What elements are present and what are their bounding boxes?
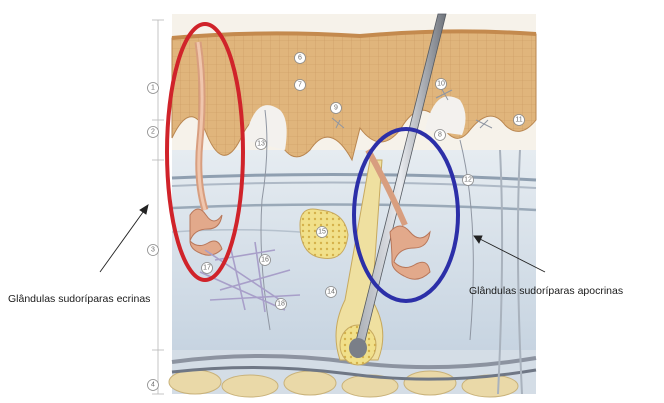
layer-marker-2: 2 — [151, 129, 155, 136]
eccrine-arrow-line — [100, 208, 146, 272]
layer-marker-4: 4 — [151, 382, 155, 389]
structure-marker-13: 13 — [257, 141, 265, 148]
structure-marker-7: 7 — [298, 82, 302, 89]
structure-marker-12: 12 — [464, 177, 472, 184]
eccrine-label: Glândulas sudoríparas ecrinas — [8, 293, 150, 305]
structure-marker-6: 6 — [298, 55, 302, 62]
apocrine-label: Glândulas sudoríparas apocrinas — [469, 285, 623, 297]
layer-markers: 1 2 3 4 — [148, 20, 165, 394]
structure-marker-9: 9 — [334, 105, 338, 112]
structure-marker-17: 17 — [203, 265, 211, 272]
structure-marker-8: 8 — [438, 132, 442, 139]
structure-marker-16: 16 — [261, 257, 269, 264]
structure-marker-11: 11 — [515, 117, 522, 124]
structure-marker-14: 14 — [327, 289, 335, 296]
eccrine-arrow-head — [140, 205, 148, 214]
layer-marker-1: 1 — [151, 85, 155, 92]
layer-marker-3: 3 — [151, 247, 155, 254]
structure-marker-15: 15 — [318, 229, 326, 236]
structure-marker-18: 18 — [277, 301, 285, 308]
structure-marker-10: 10 — [437, 81, 445, 88]
